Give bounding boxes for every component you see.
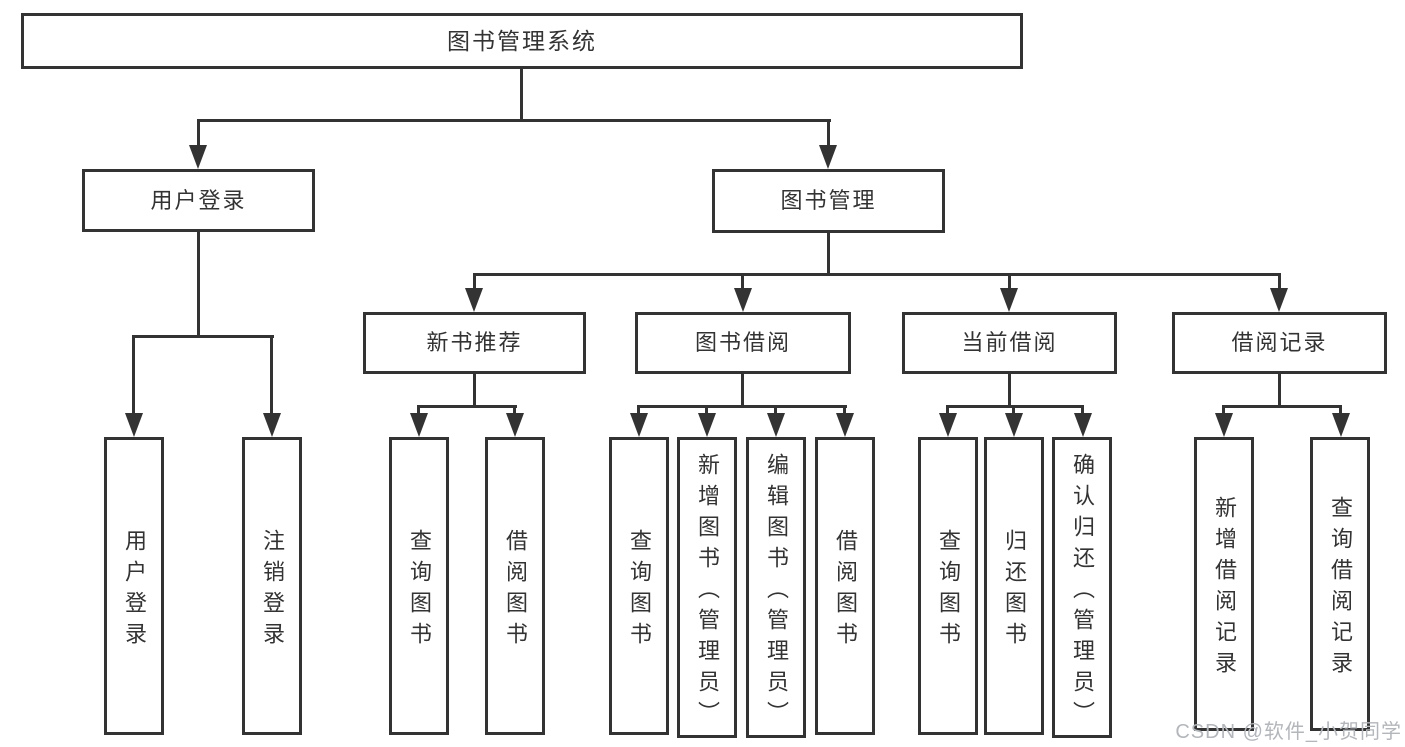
arrow-down-icon bbox=[1005, 413, 1023, 437]
connector-current-hbar bbox=[946, 405, 1084, 408]
connector-borrow-drop-3 bbox=[774, 405, 777, 419]
connector-recommend-hbar bbox=[417, 405, 517, 408]
connector-borrow-drop-4 bbox=[843, 405, 846, 419]
leaf-borrow-add-books-admin-label: 新增图书（管理员） bbox=[695, 452, 720, 732]
node-current-borrow: 当前借阅 bbox=[902, 312, 1117, 374]
connector-mgmt-drop-1 bbox=[473, 273, 476, 295]
connector-mgmt-drop-2 bbox=[741, 273, 744, 295]
node-user-login: 用户登录 bbox=[82, 169, 315, 232]
leaf-records-add-record: 新增借阅记录 bbox=[1194, 437, 1254, 731]
arrow-down-icon bbox=[1270, 288, 1288, 312]
leaf-current-return-books-label: 归还图书 bbox=[1002, 528, 1027, 653]
arrow-down-icon bbox=[1332, 413, 1350, 437]
connector-current-drop-2 bbox=[1012, 405, 1015, 419]
leaf-borrow-borrow-books-label: 借阅图书 bbox=[833, 528, 858, 653]
arrow-down-icon bbox=[819, 145, 837, 169]
leaf-borrow-query-books-label: 查询图书 bbox=[627, 528, 652, 653]
connector-root-stem bbox=[520, 69, 523, 122]
arrow-down-icon bbox=[630, 413, 648, 437]
node-new-book-recommend: 新书推荐 bbox=[363, 312, 586, 374]
connector-current-drop-3 bbox=[1081, 405, 1084, 419]
node-current-borrow-label: 当前借阅 bbox=[961, 330, 1058, 355]
connector-mgmt-drop-4 bbox=[1278, 273, 1281, 295]
connector-login-drop-2 bbox=[270, 335, 273, 419]
arrow-down-icon bbox=[506, 413, 524, 437]
node-library-system-label: 图书管理系统 bbox=[447, 27, 597, 54]
leaf-current-query-books: 查询图书 bbox=[918, 437, 978, 735]
node-book-borrow-label: 图书借阅 bbox=[694, 330, 791, 355]
arrow-down-icon bbox=[465, 288, 483, 312]
leaf-recommend-borrow-books-label: 借阅图书 bbox=[503, 528, 528, 653]
connector-login-hbar bbox=[132, 335, 274, 338]
connector-login-drop-1 bbox=[132, 335, 135, 419]
node-book-borrow: 图书借阅 bbox=[635, 312, 851, 374]
leaf-current-query-books-label: 查询图书 bbox=[936, 528, 961, 653]
arrow-down-icon bbox=[189, 145, 207, 169]
connector-login-stem bbox=[197, 232, 200, 338]
connector-root-drop-left bbox=[197, 119, 200, 151]
arrow-down-icon bbox=[734, 288, 752, 312]
arrow-down-icon bbox=[1074, 413, 1092, 437]
node-book-management: 图书管理 bbox=[712, 169, 945, 233]
node-book-management-label: 图书管理 bbox=[780, 188, 877, 213]
node-borrow-records: 借阅记录 bbox=[1172, 312, 1387, 374]
arrow-down-icon bbox=[1000, 288, 1018, 312]
connector-records-stem bbox=[1278, 374, 1281, 408]
leaf-recommend-query-books: 查询图书 bbox=[389, 437, 449, 735]
connector-mgmt-drop-3 bbox=[1008, 273, 1011, 295]
leaf-borrow-add-books-admin: 新增图书（管理员） bbox=[677, 437, 737, 738]
leaf-records-query-record: 查询借阅记录 bbox=[1310, 437, 1370, 731]
connector-current-drop-1 bbox=[946, 405, 949, 419]
connector-root-hbar bbox=[197, 119, 831, 122]
arrow-down-icon bbox=[410, 413, 428, 437]
leaf-borrow-query-books: 查询图书 bbox=[609, 437, 669, 735]
node-new-book-recommend-label: 新书推荐 bbox=[426, 330, 523, 355]
arrow-down-icon bbox=[1215, 413, 1233, 437]
leaf-user-login-label: 用户登录 bbox=[122, 528, 147, 653]
leaf-current-confirm-return-admin: 确认归还（管理员） bbox=[1052, 437, 1112, 738]
connector-borrow-drop-2 bbox=[705, 405, 708, 419]
connector-borrow-hbar bbox=[637, 405, 847, 408]
connector-mgmt-stem bbox=[827, 233, 830, 276]
connector-records-hbar bbox=[1222, 405, 1342, 408]
connector-recommend-drop-2 bbox=[513, 405, 516, 419]
leaf-current-return-books: 归还图书 bbox=[984, 437, 1044, 735]
connector-recommend-stem bbox=[473, 374, 476, 408]
arrow-down-icon bbox=[698, 413, 716, 437]
connector-mgmt-hbar bbox=[473, 273, 1281, 276]
node-borrow-records-label: 借阅记录 bbox=[1231, 330, 1328, 355]
arrow-down-icon bbox=[125, 413, 143, 437]
leaf-borrow-borrow-books: 借阅图书 bbox=[815, 437, 875, 735]
node-library-system: 图书管理系统 bbox=[21, 13, 1023, 69]
connector-borrow-drop-1 bbox=[637, 405, 640, 419]
arrow-down-icon bbox=[836, 413, 854, 437]
leaf-records-query-record-label: 查询借阅记录 bbox=[1328, 495, 1353, 682]
connector-root-drop-right bbox=[827, 119, 830, 151]
leaf-recommend-borrow-books: 借阅图书 bbox=[485, 437, 545, 735]
leaf-borrow-edit-books-admin: 编辑图书（管理员） bbox=[746, 437, 806, 738]
node-user-login-label: 用户登录 bbox=[150, 187, 247, 213]
connector-recommend-drop-1 bbox=[417, 405, 420, 419]
csdn-watermark: CSDN @软件_小贺同学 bbox=[1175, 721, 1402, 743]
leaf-records-add-record-label: 新增借阅记录 bbox=[1212, 495, 1237, 682]
connector-current-stem bbox=[1008, 374, 1011, 408]
connector-records-drop-2 bbox=[1339, 405, 1342, 419]
leaf-logout: 注销登录 bbox=[242, 437, 302, 735]
arrow-down-icon bbox=[263, 413, 281, 437]
leaf-borrow-edit-books-admin-label: 编辑图书（管理员） bbox=[764, 452, 789, 732]
leaf-current-confirm-return-admin-label: 确认归还（管理员） bbox=[1070, 452, 1095, 732]
connector-records-drop-1 bbox=[1222, 405, 1225, 419]
arrow-down-icon bbox=[939, 413, 957, 437]
leaf-logout-label: 注销登录 bbox=[260, 528, 285, 653]
leaf-recommend-query-books-label: 查询图书 bbox=[407, 528, 432, 653]
arrow-down-icon bbox=[767, 413, 785, 437]
connector-borrow-stem bbox=[741, 374, 744, 408]
leaf-user-login: 用户登录 bbox=[104, 437, 164, 735]
